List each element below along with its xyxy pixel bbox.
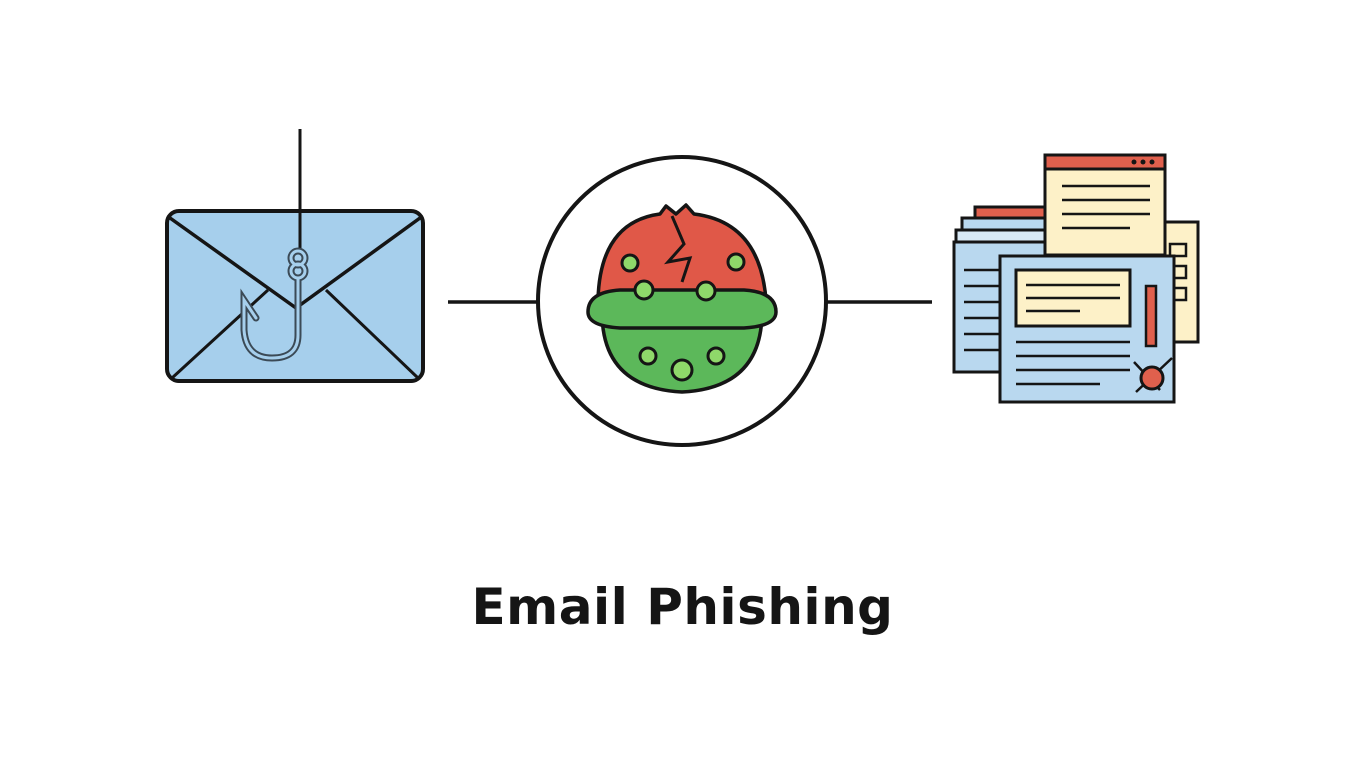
stolen-documents-icon [952, 153, 1200, 404]
phishing-envelope-icon [165, 129, 425, 383]
seal-icon [1139, 365, 1165, 391]
malware-bug-icon [536, 155, 828, 447]
diagram-title: Email Phishing [471, 578, 894, 636]
